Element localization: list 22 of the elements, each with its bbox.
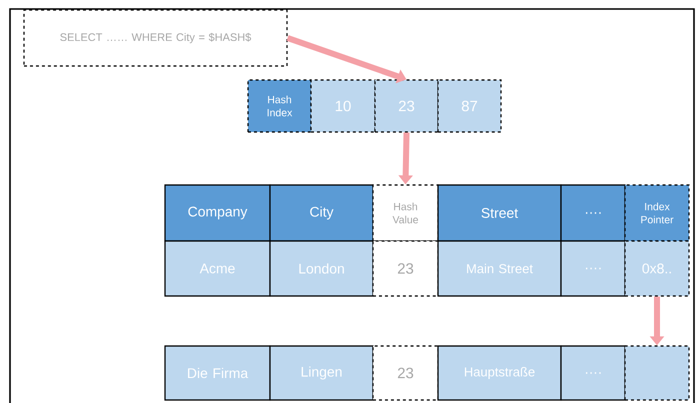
header-cell: Street [437, 184, 562, 242]
header-cell: Index Pointer [624, 184, 690, 242]
table-cell: Acme [164, 240, 271, 297]
query-box: SELECT …… WHERE City = $HASH$ [23, 9, 288, 67]
table-cell: …. [560, 345, 626, 401]
table-cell: Main Street [437, 240, 562, 297]
table-cell: 23 [372, 345, 439, 401]
table-cell: 23 [372, 240, 439, 297]
table-cell: London [269, 240, 374, 297]
header-cell: Company [164, 184, 271, 242]
table-cell: 0x8.. [624, 240, 690, 297]
index-cell: 10 [310, 79, 376, 133]
header-cell: Hash Value [372, 184, 439, 242]
table-cell: …. [560, 240, 626, 297]
index-cell: 87 [437, 79, 502, 133]
header-cell: …. [560, 184, 626, 242]
table-cell: Hauptstraße [437, 345, 562, 401]
index-cell: 23 [374, 79, 439, 133]
table-cell: Die Firma [164, 345, 271, 401]
table-cell: Lingen [269, 345, 374, 401]
header-cell: City [269, 184, 374, 242]
index-cell: Hash Index [247, 79, 312, 133]
